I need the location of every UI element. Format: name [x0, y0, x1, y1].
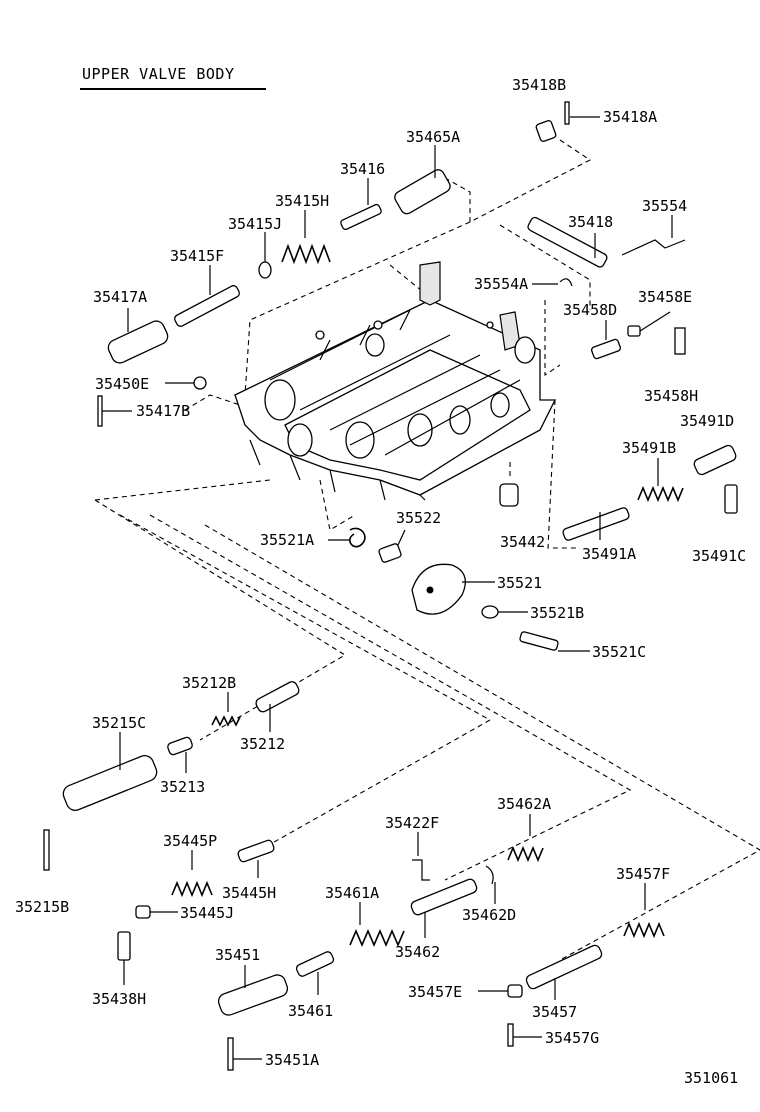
label-35450E: 35450E: [95, 375, 149, 393]
label-35462: 35462: [395, 943, 440, 961]
part-35417B: [97, 395, 132, 427]
part-35554: [621, 215, 686, 256]
part-35445J: [135, 905, 178, 919]
label-35458H: 35458H: [644, 387, 698, 405]
part-35491C: [724, 484, 738, 514]
part-35465A: [394, 145, 451, 215]
part-35457F: [623, 883, 665, 939]
diagram-id: 351061: [684, 1069, 738, 1087]
part-35462A: [507, 814, 544, 863]
label-35457: 35457: [532, 1003, 577, 1021]
label-35417A: 35417A: [93, 288, 147, 306]
part-35445P: [171, 850, 213, 898]
label-35465A: 35465A: [406, 128, 460, 146]
label-35418B: 35418B: [512, 76, 566, 94]
label-35522: 35522: [396, 509, 441, 527]
part-35418B: [535, 120, 557, 142]
label-35521A: 35521A: [260, 531, 314, 549]
part-35461: [295, 951, 335, 995]
label-35554A: 35554A: [474, 275, 528, 293]
upper-valve-body-casting: [234, 261, 557, 501]
diagram-title: UPPER VALVE BODY: [82, 65, 235, 83]
part-35462: [410, 878, 478, 938]
label-35521C: 35521C: [592, 643, 646, 661]
label-35417B: 35417B: [136, 402, 190, 420]
part-35491A: [562, 507, 630, 541]
label-35418A: 35418A: [603, 108, 657, 126]
part-35457: [525, 944, 603, 1000]
label-35458E: 35458E: [638, 288, 692, 306]
label-35451A: 35451A: [265, 1051, 319, 1069]
label-35442: 35442: [500, 533, 545, 551]
part-35457G: [507, 1023, 542, 1047]
label-35212: 35212: [240, 735, 285, 753]
label-35438H: 35438H: [92, 990, 146, 1008]
label-35212B: 35212B: [182, 674, 236, 692]
label-35521: 35521: [497, 574, 542, 592]
part-35450E: [165, 376, 207, 390]
part-35442: [499, 483, 519, 507]
label-35422F: 35422F: [385, 814, 439, 832]
part-35462D: [485, 865, 496, 904]
label-35415F: 35415F: [170, 247, 224, 265]
label-35462A: 35462A: [497, 795, 551, 813]
label-35215B: 35215B: [15, 898, 69, 916]
part-35212: [255, 681, 300, 732]
part-35213: [167, 736, 193, 773]
part-35438H: [117, 931, 131, 985]
label-35445P: 35445P: [163, 832, 217, 850]
label-35451: 35451: [215, 946, 260, 964]
label-35462D: 35462D: [462, 906, 516, 924]
label-35461A: 35461A: [325, 884, 379, 902]
label-35415J: 35415J: [228, 215, 282, 233]
label-35416: 35416: [340, 160, 385, 178]
label-35445H: 35445H: [222, 884, 276, 902]
label-35457E: 35457E: [408, 983, 462, 1001]
part-labels: 35418B 35418A 35465A 35416 35415H 35415J…: [15, 76, 746, 1069]
label-35491B: 35491B: [622, 439, 676, 457]
part-35522: [378, 529, 406, 563]
part-35458D: [590, 320, 622, 360]
label-35213: 35213: [160, 778, 205, 796]
part-35415J: [258, 232, 272, 279]
part-35461A: [349, 902, 405, 948]
part-35445H: [237, 839, 275, 878]
part-35491B: [637, 458, 684, 503]
part-35457E: [478, 984, 523, 998]
label-35461: 35461: [288, 1002, 333, 1020]
part-35521A: [328, 527, 366, 548]
label-35215C: 35215C: [92, 714, 146, 732]
part-35521C: [519, 631, 590, 652]
part-35458H: [674, 327, 686, 355]
label-35458D: 35458D: [563, 301, 617, 319]
label-35415H: 35415H: [275, 192, 329, 210]
part-35416: [340, 178, 382, 231]
part-35417A: [107, 308, 169, 364]
part-35422F: [412, 832, 430, 881]
label-35445J: 35445J: [180, 904, 234, 922]
part-35451A: [227, 1037, 262, 1071]
part-35521B: [481, 605, 528, 619]
part-35458E: [627, 311, 671, 337]
label-35521B: 35521B: [530, 604, 584, 622]
label-35418: 35418: [568, 213, 613, 231]
part-35451: [217, 965, 289, 1016]
label-35554: 35554: [642, 197, 687, 215]
label-35491D: 35491D: [680, 412, 734, 430]
part-35418: [527, 216, 608, 268]
part-35554A: [532, 278, 573, 287]
part-35212B: [211, 692, 241, 727]
part-35215B: [43, 829, 50, 871]
part-35418A: [564, 101, 600, 125]
part-35521: [411, 563, 495, 615]
label-35457G: 35457G: [545, 1029, 599, 1047]
label-35491C: 35491C: [692, 547, 746, 565]
part-35215C: [62, 732, 158, 811]
label-35457F: 35457F: [616, 865, 670, 883]
part-35415F: [174, 265, 240, 327]
part-35491D: [693, 444, 737, 476]
label-35491A: 35491A: [582, 545, 636, 563]
part-35415H: [281, 210, 331, 265]
